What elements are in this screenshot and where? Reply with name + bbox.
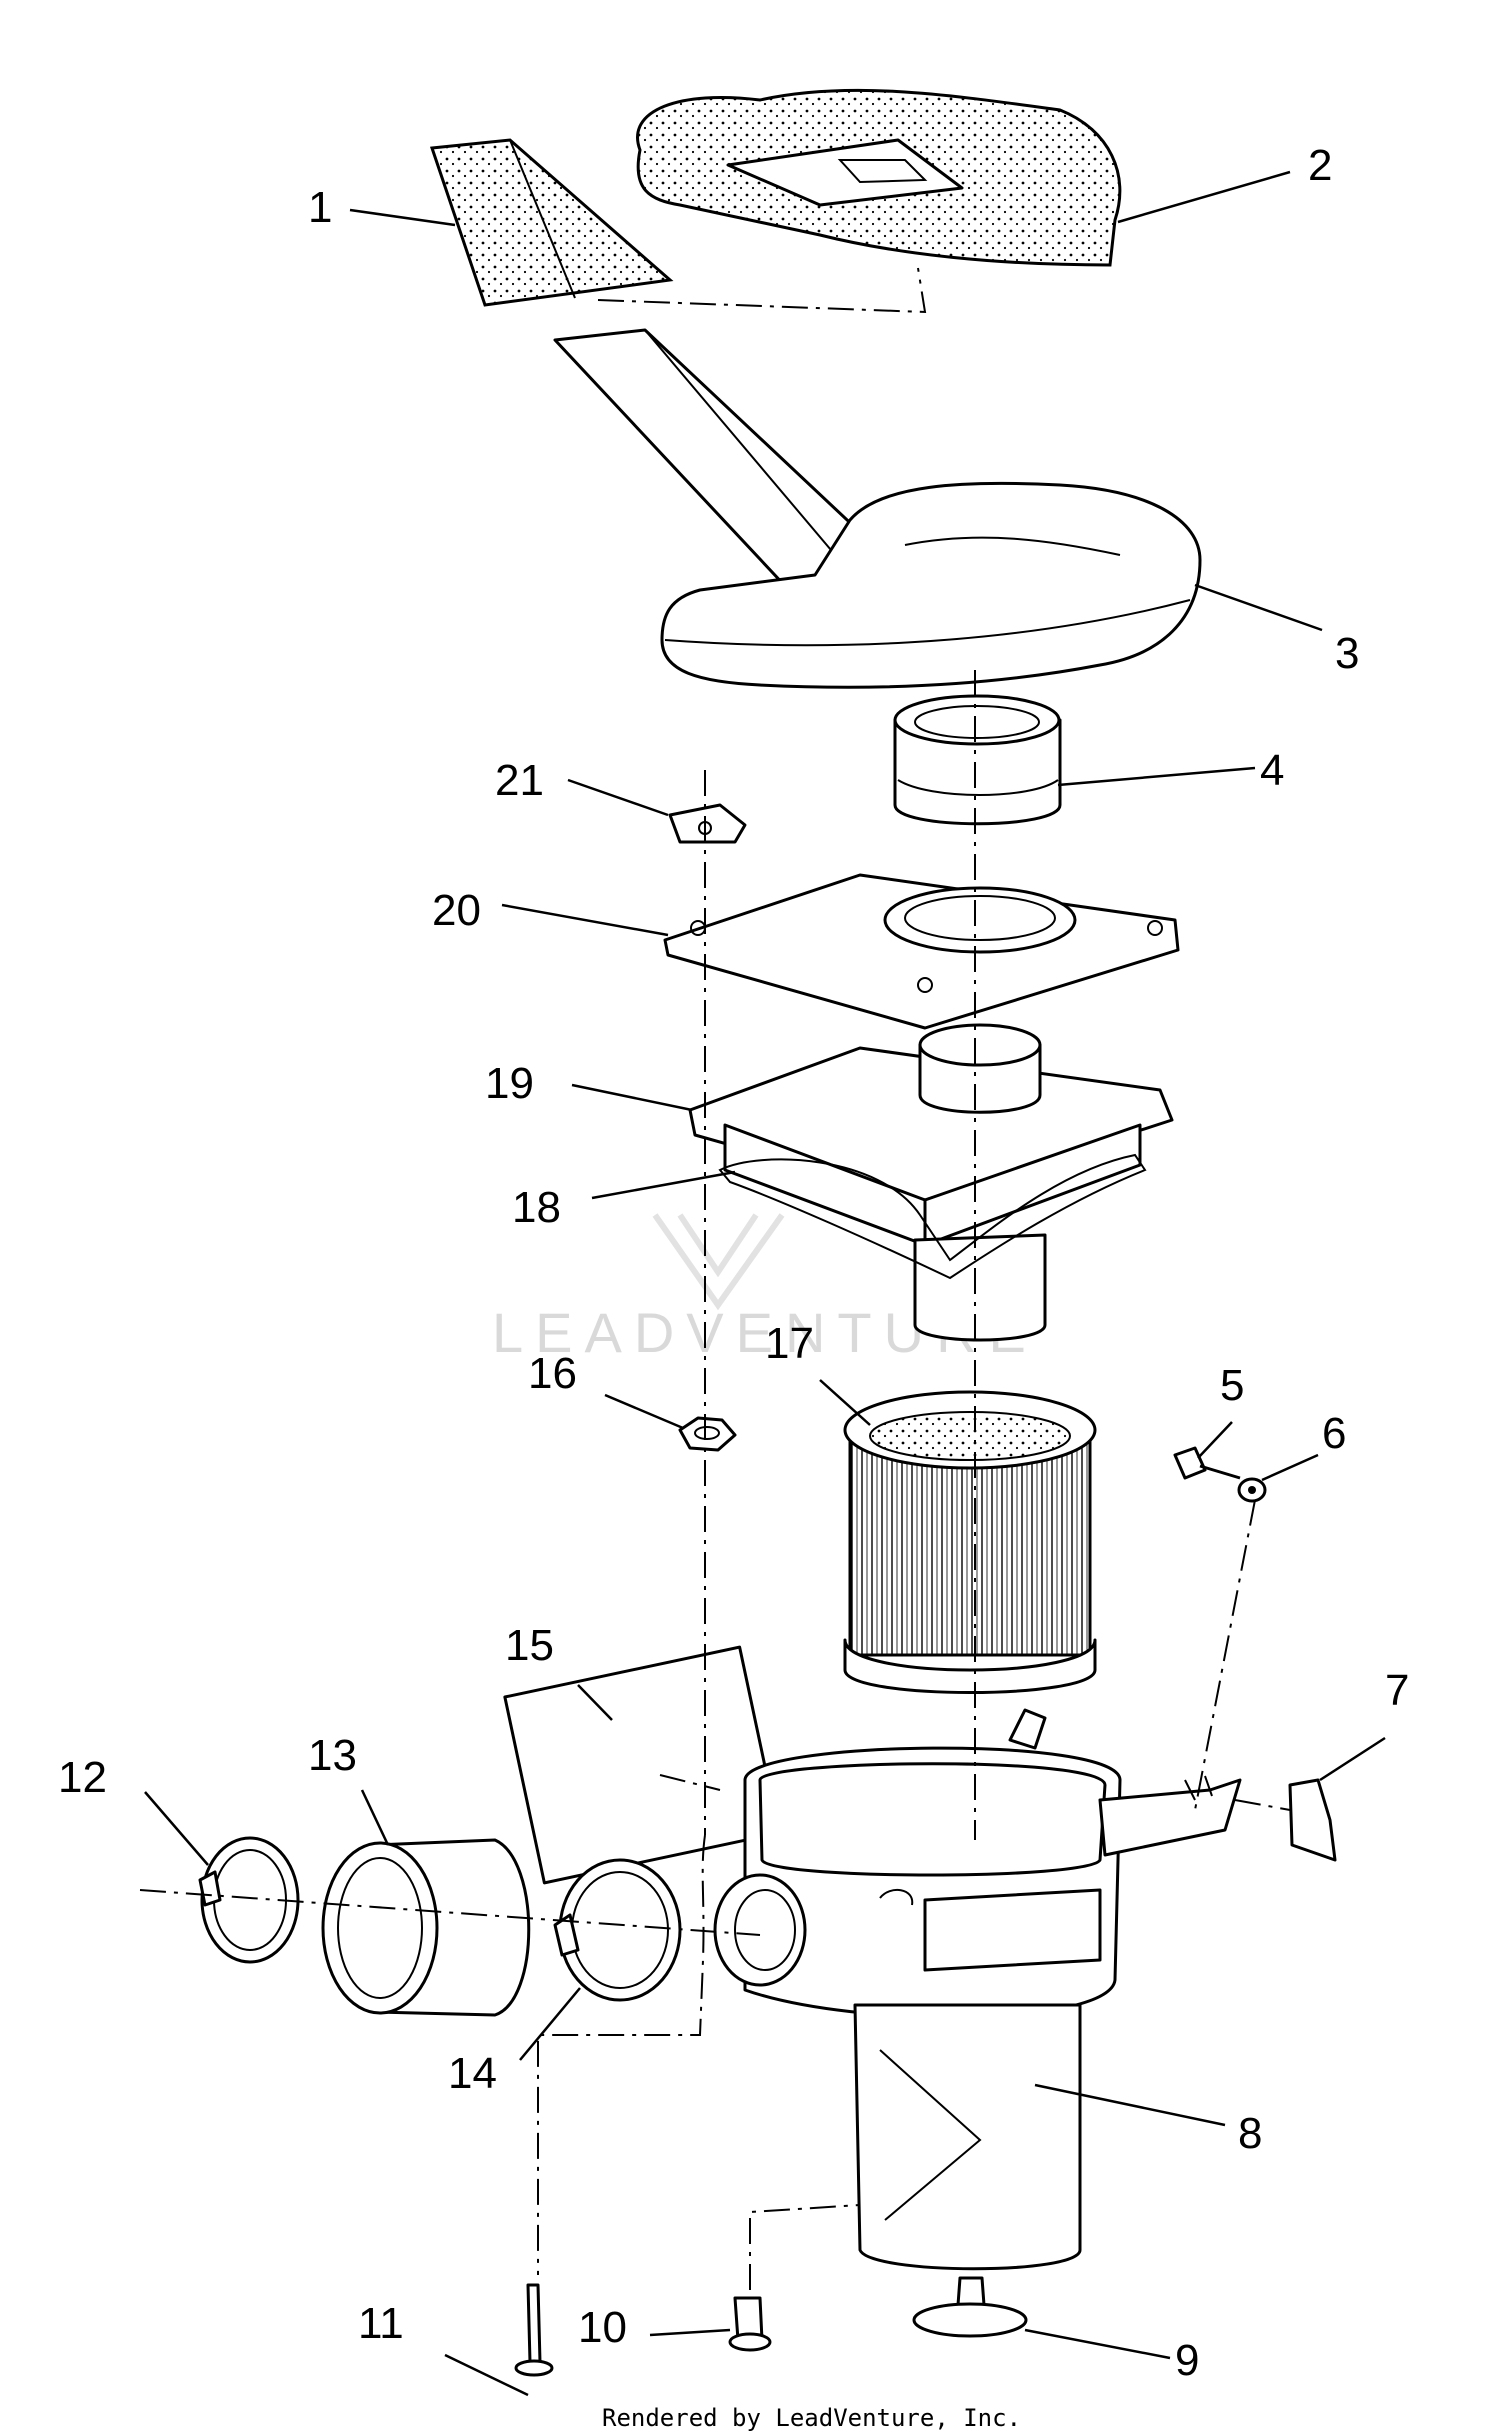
footer-credit: Rendered by LeadVenture, Inc. (602, 2404, 1021, 2432)
callout-7: 7 (1385, 1666, 1409, 1715)
callout-1: 1 (308, 183, 332, 232)
callout-11: 11 (358, 2299, 404, 2348)
callout-13: 13 (308, 1731, 357, 1780)
part-20-top-plate (663, 873, 1180, 1030)
assembly-line-1-2 (597, 267, 927, 314)
callout-10: 10 (578, 2303, 627, 2352)
part-4-coupler (893, 694, 1062, 826)
callout-16: 16 (528, 1349, 577, 1398)
callout-18: 18 (512, 1183, 561, 1232)
callout-19: 19 (485, 1059, 534, 1108)
part-7-bracket (1288, 1778, 1337, 1862)
part-18-gasket (718, 1153, 1147, 1280)
callout-6: 6 (1322, 1409, 1346, 1458)
callout-12: 12 (58, 1753, 107, 1802)
callout-17: 17 (765, 1319, 814, 1368)
part-3-intake-cover (553, 328, 1202, 689)
callout-21: 21 (495, 756, 544, 805)
part-14-hose-clamp (553, 1858, 682, 2002)
callout-14: 14 (448, 2049, 497, 2098)
callout-9: 9 (1175, 2336, 1199, 2385)
callout-15: 15 (505, 1621, 554, 1670)
part-2-foam-pad (636, 88, 1122, 267)
callout-4: 4 (1260, 746, 1284, 795)
leader-lines (144, 170, 1386, 2397)
callout-20: 20 (432, 886, 481, 935)
callout-labels: 1 2 3 4 5 6 7 8 9 10 11 12 13 14 15 16 1… (58, 141, 1409, 2385)
part-16-nut (678, 1416, 737, 1452)
part-17-filter-element (843, 1390, 1097, 1694)
callout-5: 5 (1220, 1361, 1244, 1410)
part-6-washer (1237, 1477, 1267, 1503)
watermark-logo (652, 1213, 785, 1311)
part-10-grommet (728, 2296, 772, 2352)
part-5-bolt (1173, 1446, 1241, 1480)
callout-2: 2 (1308, 141, 1332, 190)
part-21-clip (668, 803, 747, 844)
part-13-intake-hose (321, 1838, 531, 2017)
part-19-housing-lid (688, 1023, 1174, 1342)
assembly-lines (139, 670, 1291, 2290)
callout-3: 3 (1335, 629, 1359, 678)
callout-8: 8 (1238, 2109, 1262, 2158)
part-9-drain-valve (912, 2276, 1028, 2338)
part-8-airbox (713, 1708, 1242, 2271)
part-11-screw (514, 2283, 554, 2377)
part-15-label (503, 1645, 781, 1885)
part-1-prefilter-foam (429, 138, 674, 307)
